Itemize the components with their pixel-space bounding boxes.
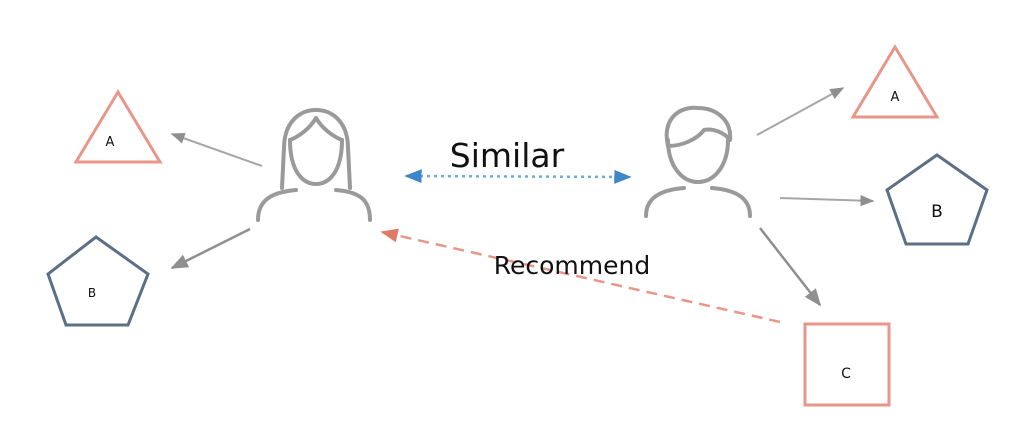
- man-user-icon: [644, 105, 752, 218]
- left-triangle-label: A: [106, 135, 115, 150]
- recommend-label: Recommend: [494, 251, 650, 280]
- right-square-item: C: [803, 322, 891, 407]
- arrow-right-user-to-triangle: [756, 87, 845, 136]
- right-square-label: C: [841, 366, 851, 382]
- woman-user-icon: [256, 108, 372, 222]
- left-pentagon-item: B: [46, 235, 150, 327]
- similar-label: Similar: [450, 136, 565, 175]
- right-pentagon-label: B: [931, 202, 943, 222]
- right-pentagon-item: B: [885, 153, 989, 246]
- left-triangle-item: A: [73, 89, 163, 164]
- right-triangle-item: A: [850, 44, 940, 119]
- arrow-left-user-to-triangle: [170, 132, 263, 167]
- left-pentagon-label: B: [88, 286, 96, 300]
- arrow-right-user-to-square: [759, 227, 822, 307]
- right-triangle-label: A: [891, 90, 900, 105]
- arrow-left-user-to-pentagon: [170, 227, 251, 270]
- similar-arrow: [404, 169, 632, 184]
- arrow-right-user-to-pentagon: [779, 194, 875, 207]
- recommend-arrow: [380, 228, 781, 324]
